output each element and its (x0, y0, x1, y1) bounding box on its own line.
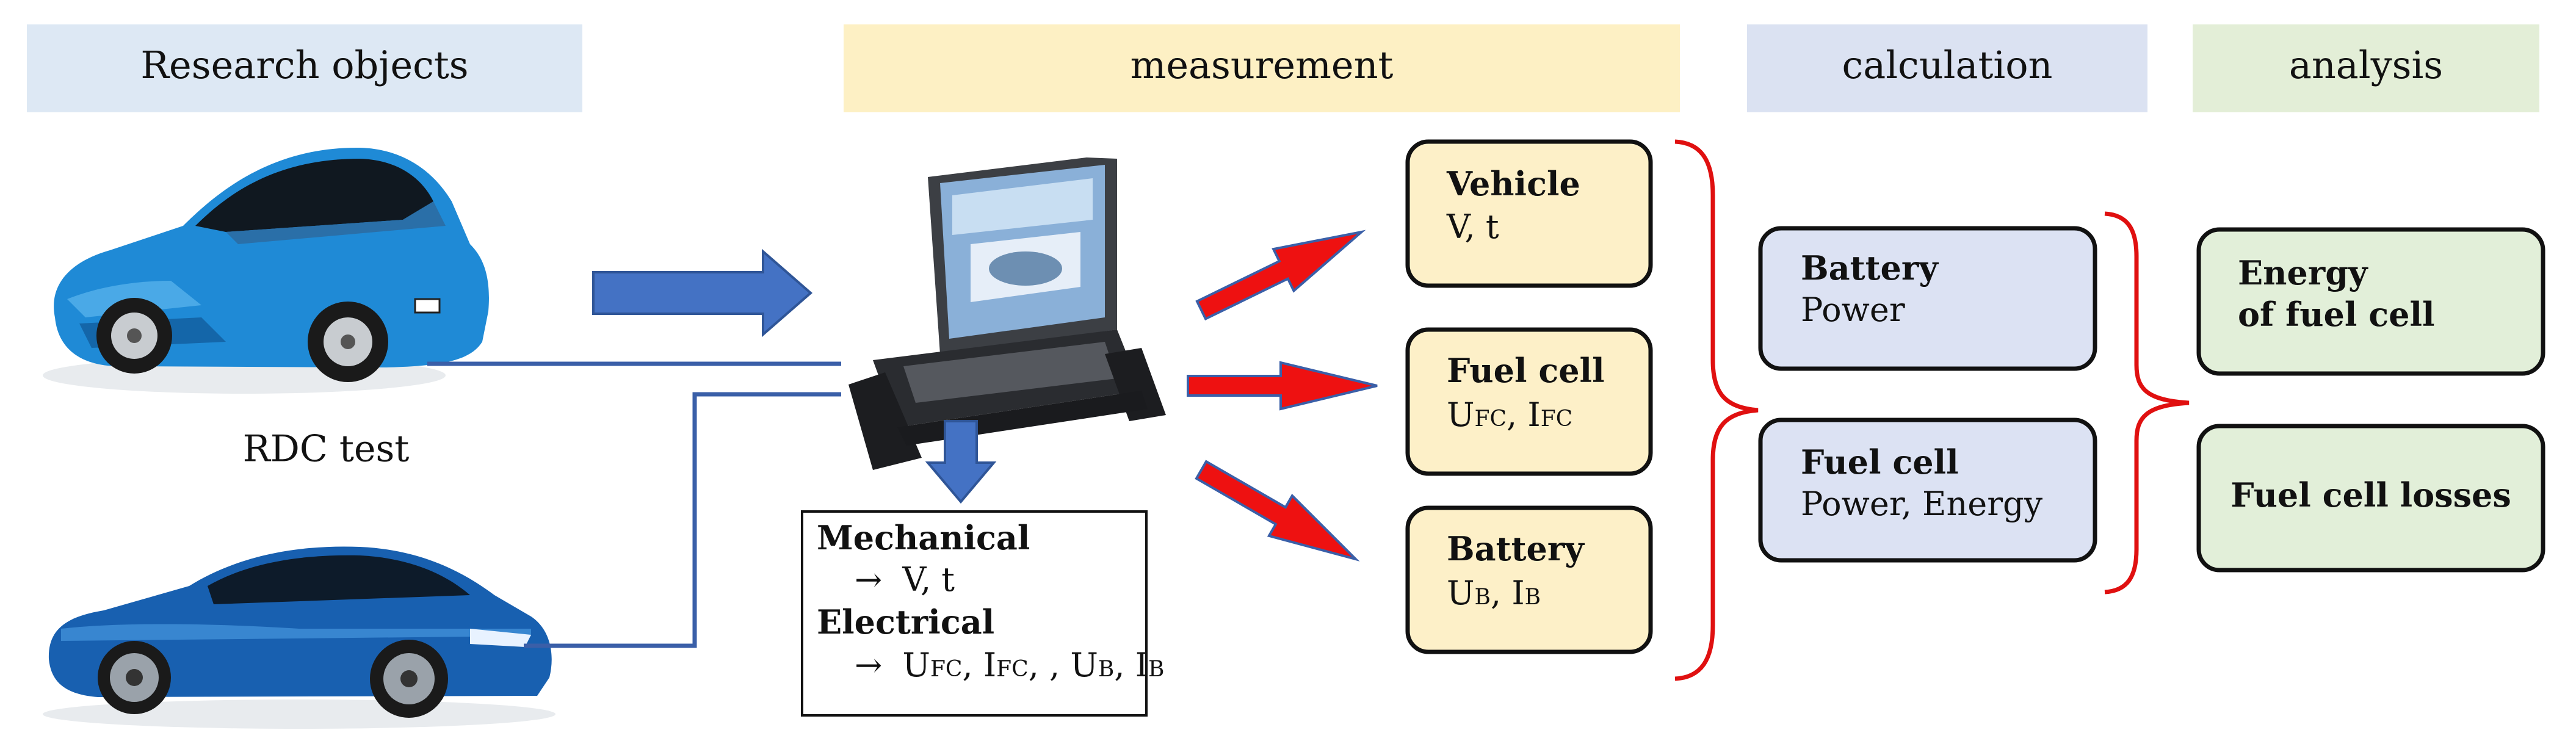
vehicle-measure-box: Vehicle V, t (1405, 139, 1653, 288)
battery-i-sub: B (1525, 585, 1541, 610)
energy-analysis-box: Energy of fuel cell (2196, 227, 2545, 376)
header-calculation-background (1747, 24, 2147, 112)
mechanical-electrical-border (801, 510, 1148, 717)
blue-fuel-cell-car-icon (43, 147, 489, 394)
rugged-laptop-icon (848, 157, 1166, 470)
car-bottom-connection-line (524, 392, 841, 648)
header-analysis: analysis (2193, 24, 2539, 112)
header-measurement: measurement (844, 24, 1680, 112)
fuel-cell-calc-title: Fuel cell (1801, 443, 1959, 482)
battery-calc-box: Battery Power (1758, 226, 2097, 371)
fuel-cell-i-sub: FC (1541, 407, 1573, 432)
header-analysis-background (2193, 24, 2539, 112)
mechanical-value-line: → V, t (855, 560, 955, 599)
losses-analysis-background (2196, 424, 2545, 573)
electrical-ib: I (1135, 646, 1148, 684)
fuel-cell-measure-box: Fuel cell UFC, IFC (1405, 327, 1653, 476)
electrical-u: U (902, 646, 930, 684)
vehicle-measure-value: V, t (1446, 208, 1499, 246)
header-measurement-background (844, 24, 1680, 112)
vehicle-measure-title: Vehicle (1446, 164, 1580, 203)
battery-calc-title: Battery (1801, 248, 1939, 287)
fuel-cell-u: U (1447, 396, 1475, 434)
battery-u: U (1447, 574, 1475, 612)
battery-calc-background (1758, 226, 2097, 371)
fuel-cell-measure-value: UFC, IFC (1447, 396, 1572, 434)
fuel-cell-measure-title: Fuel cell (1447, 351, 1605, 390)
electrical-sep2: , , (1029, 646, 1071, 684)
fuel-cell-calc-value: Power, Energy (1801, 485, 2043, 523)
mechanical-value: V, t (902, 560, 955, 599)
losses-analysis-box: Fuel cell losses (2196, 424, 2545, 573)
measurement-to-calculation-brace (1674, 139, 1759, 681)
electrical-arrow: → (855, 646, 882, 684)
header-research-label: Research objects (140, 43, 468, 87)
mechanical-arrow: → (855, 560, 882, 599)
header-calculation-label: calculation (1842, 43, 2053, 87)
vehicle-measure-background (1405, 139, 1653, 288)
battery-u-sub: B (1475, 585, 1491, 610)
energy-analysis-line2: of fuel cell (2238, 295, 2434, 334)
rdc-test-label: RDC test (243, 428, 410, 471)
battery-measure-background (1405, 505, 1653, 654)
electrical-i-sub: FC (996, 657, 1029, 682)
fuel-cell-u-sub: FC (1475, 407, 1507, 432)
energy-analysis-background (2196, 227, 2545, 376)
electrical-sep1: , (962, 646, 983, 684)
red-arrow-to-fuel-cell (1187, 361, 1378, 411)
header-measurement-label: measurement (1131, 43, 1394, 87)
losses-analysis-label: Fuel cell losses (2230, 475, 2511, 515)
electrical-value-line: → UFC, IFC, , UB, IB (855, 646, 1165, 684)
fuel-cell-calc-background (1758, 417, 2097, 563)
electrical-sep3: , (1114, 646, 1135, 684)
blue-arrow-right (592, 248, 813, 338)
battery-i: I (1511, 574, 1524, 612)
fuel-cell-calc-box: Fuel cell Power, Energy (1758, 417, 2097, 563)
red-arrow-to-battery (1195, 460, 1360, 562)
fuel-cell-i: I (1527, 396, 1540, 434)
calculation-to-analysis-brace (2104, 211, 2190, 595)
electrical-ib-sub: B (1148, 657, 1164, 682)
header-analysis-label: analysis (2289, 43, 2443, 87)
header-research-objects: Research objects (27, 24, 582, 112)
battery-measure-title: Battery (1447, 529, 1585, 568)
battery-sep: , (1491, 574, 1511, 612)
electrical-ub: U (1070, 646, 1098, 684)
battery-measure-value: UB, IB (1447, 574, 1541, 612)
battery-calc-value: Power (1801, 291, 1905, 329)
header-research-background (27, 24, 582, 112)
red-arrow-to-vehicle (1195, 230, 1366, 321)
electrical-ub-sub: B (1098, 657, 1114, 682)
mechanical-title: Mechanical (817, 518, 1030, 557)
mechanical-electrical-box: Mechanical → V, t Electrical → UFC, IFC,… (801, 510, 1165, 717)
blue-fuel-cell-sedan-icon (43, 546, 555, 729)
blue-arrow-down (925, 420, 997, 504)
header-calculation: calculation (1747, 24, 2147, 112)
fuel-cell-measure-background (1405, 327, 1653, 476)
electrical-i: I (983, 646, 996, 684)
electrical-u-sub: FC (930, 657, 963, 682)
battery-measure-box: Battery UB, IB (1405, 505, 1653, 654)
energy-analysis-line1: Energy (2238, 253, 2368, 292)
electrical-title: Electrical (817, 602, 994, 642)
fuel-cell-sep: , (1507, 396, 1527, 434)
